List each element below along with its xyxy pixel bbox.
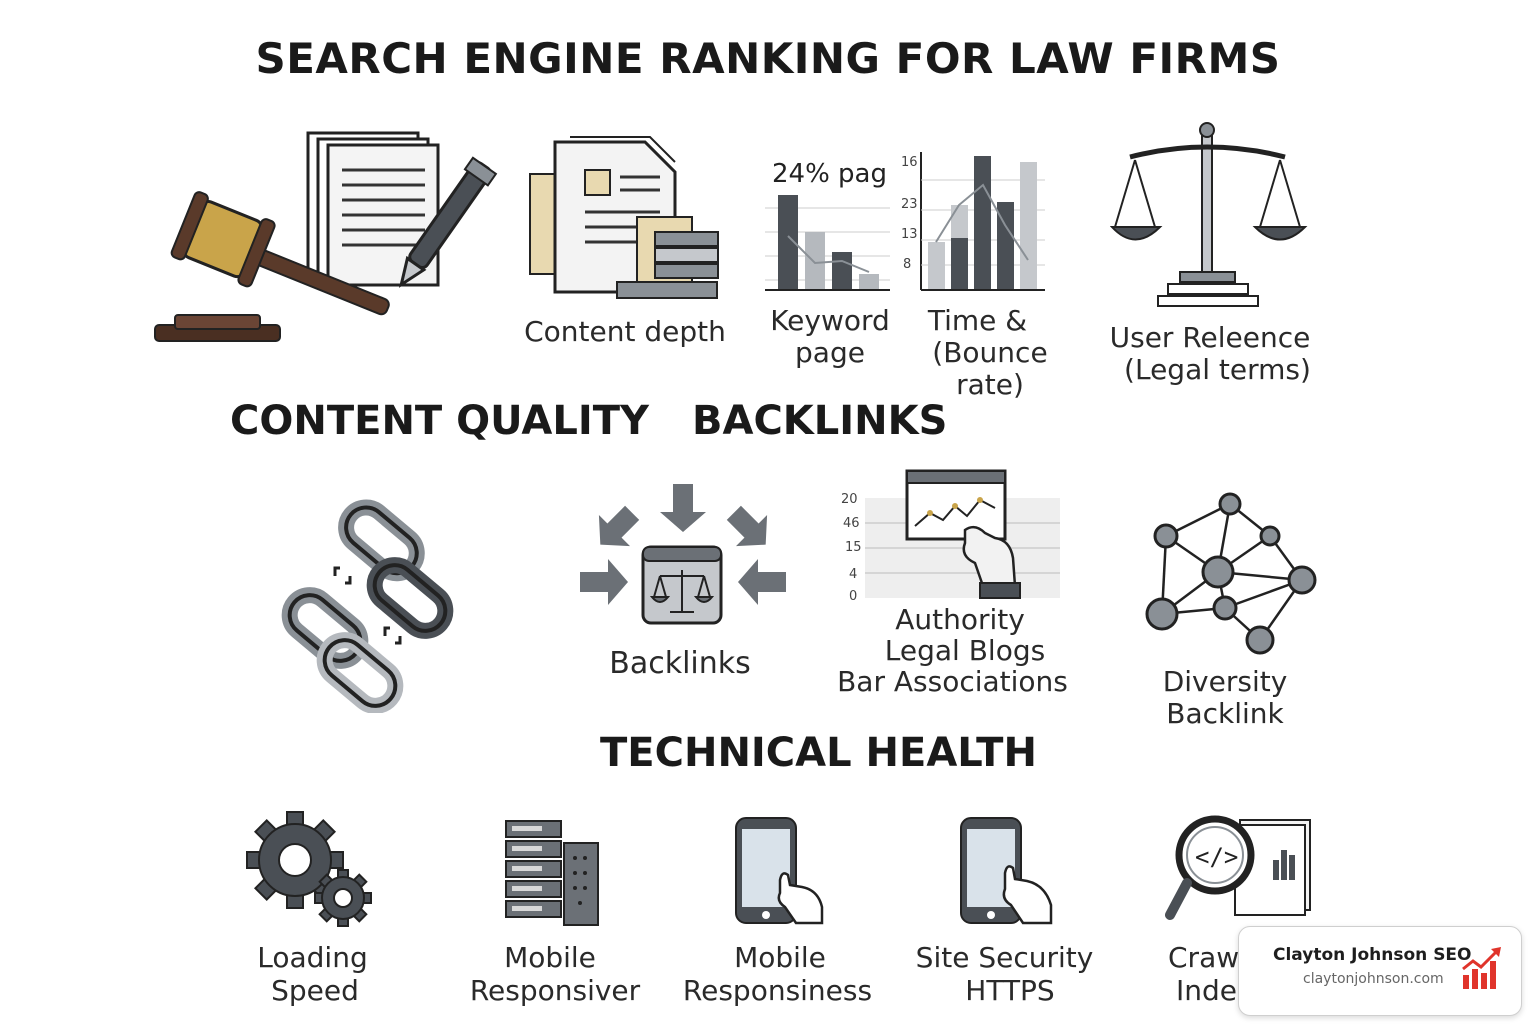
time-label-line1: Time &: [927, 304, 1028, 337]
keyword-bar-4: [859, 274, 879, 290]
time-bar-5: [1020, 162, 1037, 290]
badge-name: Clayton Johnson SEO: [1273, 945, 1472, 965]
keyword-bar-chart: 24% pag: [765, 159, 890, 291]
section-content-quality: CONTENT QUALITY: [230, 398, 649, 444]
mobile-responsiness-line1: Mobile: [734, 941, 826, 974]
code-magnifier-icon: </>: [1165, 815, 1311, 920]
loading-label-line1: Loading: [257, 941, 368, 974]
mobile-responsiness-line2: Responsiness: [682, 974, 873, 1007]
time-tick-4: 8: [903, 257, 911, 272]
authority-tick-1: 20: [841, 492, 858, 507]
badge-url: claytonjohnson.com: [1303, 971, 1444, 987]
content-depth-icon: [529, 136, 719, 299]
section-backlinks: BACKLINKS: [692, 398, 948, 444]
backlinks-arrows-icon: [580, 484, 786, 625]
keyword-chart-heading: 24% pag: [772, 159, 887, 189]
authority-tick-2: 46: [843, 516, 860, 531]
keyword-label-line1: Keyword: [770, 304, 890, 337]
authority-label-line3: Bar Associations: [837, 665, 1068, 698]
time-bar-4: [997, 202, 1014, 290]
brand-badge[interactable]: Clayton Johnson SEO claytonjohnson.com: [1238, 926, 1522, 1016]
authority-tick-5: 0: [849, 589, 857, 603]
time-bar-1: [928, 242, 945, 290]
gears-icon: [246, 811, 372, 927]
smartphone-touch-icon: [735, 817, 824, 925]
diversity-label: Diversity Backlink: [1162, 665, 1288, 730]
network-diversity-icon: [1145, 492, 1317, 655]
content-depth-label: Content depth: [524, 315, 726, 348]
loading-label-line2: Speed: [271, 974, 359, 1007]
time-tick-3: 13: [901, 227, 918, 242]
page-title: SEARCH ENGINE RANKING FOR LAW FIRMS: [255, 34, 1281, 83]
svg-text:</>: </>: [1195, 843, 1238, 871]
crawl-label-line2: Inde: [1176, 974, 1238, 1007]
backlinks-label: Backlinks: [609, 646, 751, 681]
mobile-responsive-line1: Mobile: [504, 941, 596, 974]
growth-chart-icon: [1462, 947, 1501, 989]
authority-label-line1: Authority: [895, 603, 1025, 636]
server-rack-icon: [505, 820, 599, 926]
crawl-label-line1: Craw: [1168, 941, 1240, 974]
keyword-bar-3: [832, 252, 852, 290]
time-bar-3: [974, 156, 991, 290]
mobile-responsive-line2: Responsiver: [469, 974, 641, 1007]
time-label-line2: (Bounce rate): [932, 336, 1048, 401]
time-tick-2: 23: [901, 197, 918, 212]
security-label-line2: HTTPS: [965, 974, 1055, 1007]
chain-link-icon: [281, 499, 454, 713]
time-tick-1: 16: [901, 155, 918, 170]
section-technical-health: TECHNICAL HEALTH: [600, 730, 1037, 776]
bounce-rate-chart: 16 23 13 8: [901, 152, 1045, 291]
security-label-line1: Site Security: [915, 941, 1094, 974]
keyword-label-line2: page: [795, 336, 865, 369]
smartphone-security-icon: [960, 817, 1053, 925]
keyword-bar-2: [805, 232, 825, 290]
user-relevance-line1: User Releence: [1109, 321, 1311, 354]
user-relevance-line2: (Legal terms): [1124, 353, 1311, 386]
authority-tick-3: 15: [845, 540, 862, 555]
scales-of-justice-icon: [1110, 122, 1308, 307]
authority-tick-4: 4: [849, 567, 857, 582]
authority-label-line2: Legal Blogs: [884, 634, 1046, 667]
keyword-bar-1: [778, 195, 798, 290]
authority-chart-icon: 20 46 15 4 0: [841, 469, 1060, 603]
gavel-documents-icon: [154, 131, 498, 342]
